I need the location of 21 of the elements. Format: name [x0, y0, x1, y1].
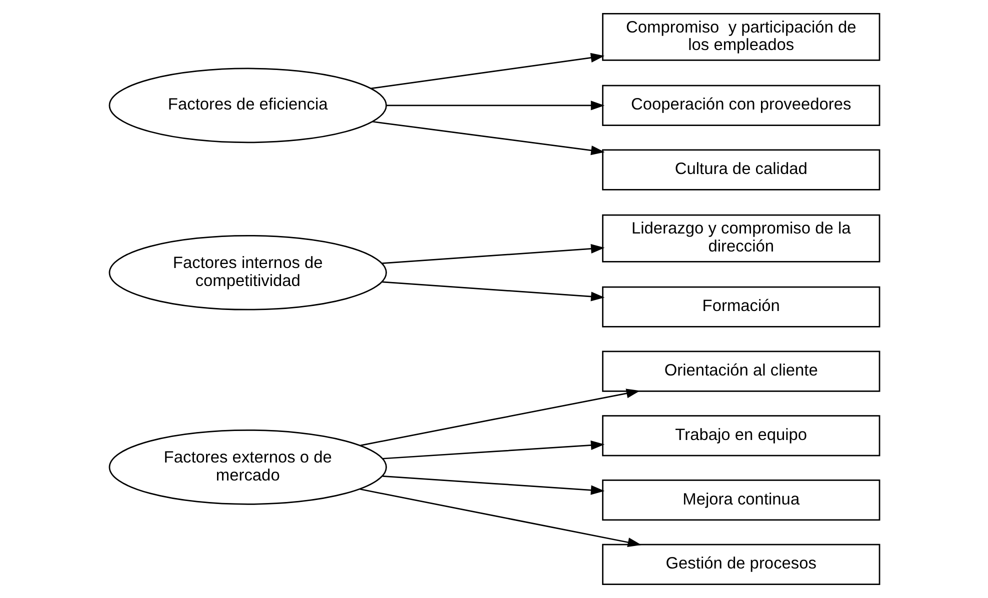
arrow [359, 488, 642, 548]
node-ellipse: Factores internos de competitividad [108, 234, 386, 310]
node-box: Mejora continua [602, 480, 880, 521]
node-box: Formación [602, 286, 880, 328]
arrow [381, 244, 604, 264]
node-box: Compromiso y participación de los empleados [602, 12, 880, 61]
arrow [382, 440, 604, 460]
arrow [386, 100, 604, 110]
node-ellipse: Factores externos o de mercado [108, 430, 386, 505]
arrow [382, 475, 604, 495]
node-box: Orientación al cliente [602, 350, 880, 392]
node-box: Cooperación con proveedores [602, 84, 880, 126]
node-box: Liderazgo y compromiso de la dirección [602, 214, 880, 262]
node-box: Cultura de calidad [602, 149, 880, 190]
arrow [372, 120, 604, 156]
node-box: Gestión de procesos [602, 544, 880, 586]
node-ellipse: Factores de eficiencia [108, 68, 386, 144]
node-box: Trabajo en equipo [602, 415, 880, 456]
arrow [381, 281, 604, 302]
arrow [360, 388, 640, 446]
arrow [370, 52, 604, 90]
